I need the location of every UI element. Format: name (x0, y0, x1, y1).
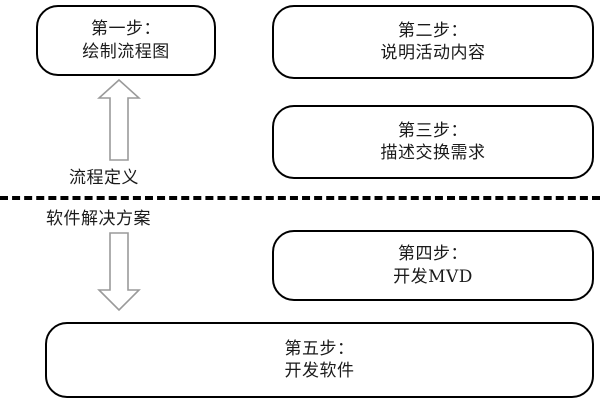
step-box-2-body: 说明活动内容 (380, 43, 486, 63)
step-box-5[interactable]: 第五步： 开发软件 (45, 322, 594, 398)
step-box-3[interactable]: 第三步： 描述交换需求 (272, 105, 594, 179)
step-box-3-title: 第三步： (398, 120, 468, 141)
arrow-down-icon (97, 232, 141, 312)
arrow-up-icon (97, 78, 141, 161)
label-software-solution: 软件解决方案 (46, 209, 151, 229)
step-box-1[interactable]: 第一步： 绘制流程图 (36, 5, 216, 76)
step-box-4-title: 第四步： (398, 244, 468, 265)
step-box-2-title: 第二步： (398, 20, 468, 41)
step-box-4-body: 开发MVD (393, 266, 473, 287)
step-box-5-title: 第五步： (284, 338, 355, 359)
label-process-definition: 流程定义 (69, 168, 139, 188)
step-box-3-body: 描述交换需求 (380, 143, 486, 163)
step-box-4[interactable]: 第四步： 开发MVD (272, 230, 594, 301)
step-box-1-title: 第一步： (91, 19, 161, 40)
step-box-5-body: 开发软件 (284, 361, 355, 381)
step-box-2[interactable]: 第二步： 说明活动内容 (272, 5, 594, 79)
dashed-divider (0, 196, 600, 200)
step-box-1-body: 绘制流程图 (82, 41, 170, 62)
